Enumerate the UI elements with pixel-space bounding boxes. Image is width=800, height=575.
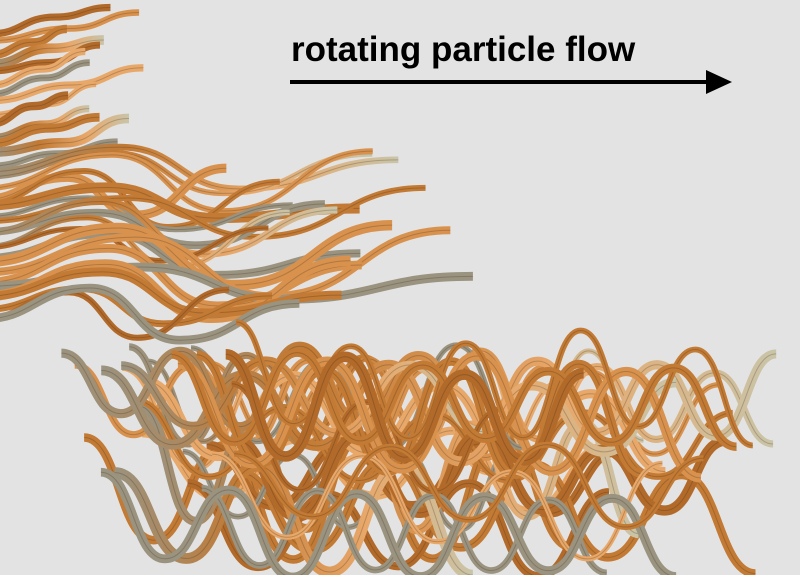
ribbon-strand	[0, 197, 338, 258]
ribbon-strand	[60, 341, 778, 441]
ribbon-strand	[0, 148, 373, 214]
ribbon-strand	[0, 64, 144, 104]
ribbon-strand	[100, 467, 677, 575]
ribbon-strand	[0, 47, 86, 89]
flow-label: rotating particle flow	[291, 30, 636, 69]
ribbon-strand	[0, 116, 100, 144]
ribbon-strand	[0, 152, 373, 194]
ribbon-strand	[0, 143, 399, 193]
ribbon-strand	[0, 149, 373, 197]
ribbon-strand	[0, 62, 90, 94]
ribbon-strand	[0, 24, 68, 59]
ribbon-strand	[0, 113, 130, 157]
ribbon-strand	[61, 345, 777, 437]
ribbon-strand	[0, 35, 104, 69]
ribbon-strand	[100, 359, 677, 467]
ribbon-strand	[201, 487, 607, 574]
ribbon-strand	[0, 94, 69, 123]
ribbon-strand	[100, 471, 672, 575]
ribbon-strand	[233, 441, 704, 531]
ribbon-strand	[0, 219, 393, 291]
ribbon-strand	[212, 453, 663, 560]
ribbon-strand	[0, 112, 100, 148]
ribbon-strand	[0, 67, 144, 101]
ribbon-strand	[101, 364, 677, 462]
ribbon-strand	[0, 91, 69, 127]
ribbon-strand	[0, 51, 86, 85]
ribbon-strand	[0, 150, 373, 212]
ribbon-strand	[0, 224, 393, 286]
ribbon-strand	[0, 105, 90, 141]
ribbon-strand	[0, 6, 111, 34]
ribbon-strand	[0, 170, 280, 228]
ribbon-strand	[0, 200, 338, 255]
ribbon-strand	[211, 451, 663, 562]
ribbon-strand	[231, 380, 503, 495]
ribbon-strand	[0, 3, 111, 37]
ribbon-strand	[0, 28, 67, 55]
ribbon-strand	[0, 146, 399, 190]
ribbon-strand	[0, 9, 140, 44]
ribbon-strand	[0, 12, 140, 41]
ribbon-strand	[0, 108, 90, 138]
flow-direction-arrow	[290, 70, 732, 94]
ribbon-strand	[234, 444, 704, 528]
ribbon-strand	[231, 383, 502, 492]
ribbon-strand	[201, 484, 608, 575]
ribbon-strand	[0, 59, 90, 97]
ribbon-strand	[0, 39, 104, 65]
ribbon-strand	[0, 167, 280, 231]
ribbon-strand	[0, 117, 129, 153]
